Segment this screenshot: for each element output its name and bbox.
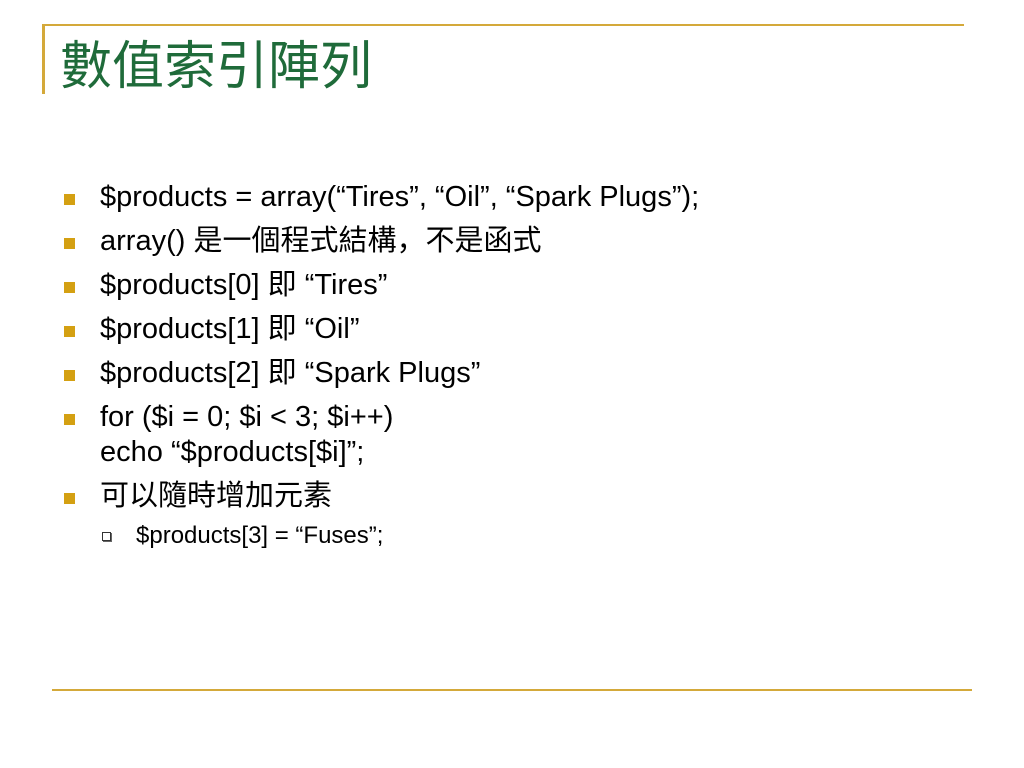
bottom-rule <box>52 689 972 691</box>
bullet-text-continuation: echo “$products[$i]”; <box>100 436 365 468</box>
square-bullet-icon <box>64 326 75 337</box>
bullet-item: array() 是一個程式結構，不是函式 <box>62 224 962 259</box>
sub-bullet-item: $products[3] = “Fuses”; <box>62 521 962 551</box>
bullet-text: $products = array(“Tires”, “Oil”, “Spark… <box>100 181 700 213</box>
hollow-square-bullet-icon <box>102 532 111 541</box>
bullet-text: $products[0] 即 “Tires” <box>100 269 388 301</box>
bullet-item: 可以隨時增加元素 <box>62 479 962 514</box>
slide-title: 數值索引陣列 <box>60 37 373 97</box>
bullet-item: $products[0] 即 “Tires” <box>62 268 962 303</box>
square-bullet-icon <box>64 194 75 205</box>
bullet-text: $products[2] 即 “Spark Plugs” <box>100 357 481 389</box>
bullet-item: for ($i = 0; $i < 3; $i++) echo “$produc… <box>62 400 962 470</box>
square-bullet-icon <box>64 414 75 425</box>
bullet-text: $products[1] 即 “Oil” <box>100 313 360 345</box>
sub-bullet-text: $products[3] = “Fuses”; <box>136 522 384 549</box>
bullet-text: array() 是一個程式結構，不是函式 <box>100 225 542 257</box>
square-bullet-icon <box>64 238 75 249</box>
bullet-list: $products = array(“Tires”, “Oil”, “Spark… <box>62 180 962 551</box>
bullet-text: 可以隨時增加元素 <box>100 480 333 512</box>
bullet-item: $products = array(“Tires”, “Oil”, “Spark… <box>62 180 962 215</box>
title-left-rule <box>42 24 45 94</box>
bullet-item: $products[1] 即 “Oil” <box>62 312 962 347</box>
title-top-rule <box>42 24 964 26</box>
square-bullet-icon <box>64 282 75 293</box>
square-bullet-icon <box>64 493 75 504</box>
bullet-item: $products[2] 即 “Spark Plugs” <box>62 356 962 391</box>
square-bullet-icon <box>64 370 75 381</box>
bullet-text: for ($i = 0; $i < 3; $i++) <box>100 401 394 433</box>
